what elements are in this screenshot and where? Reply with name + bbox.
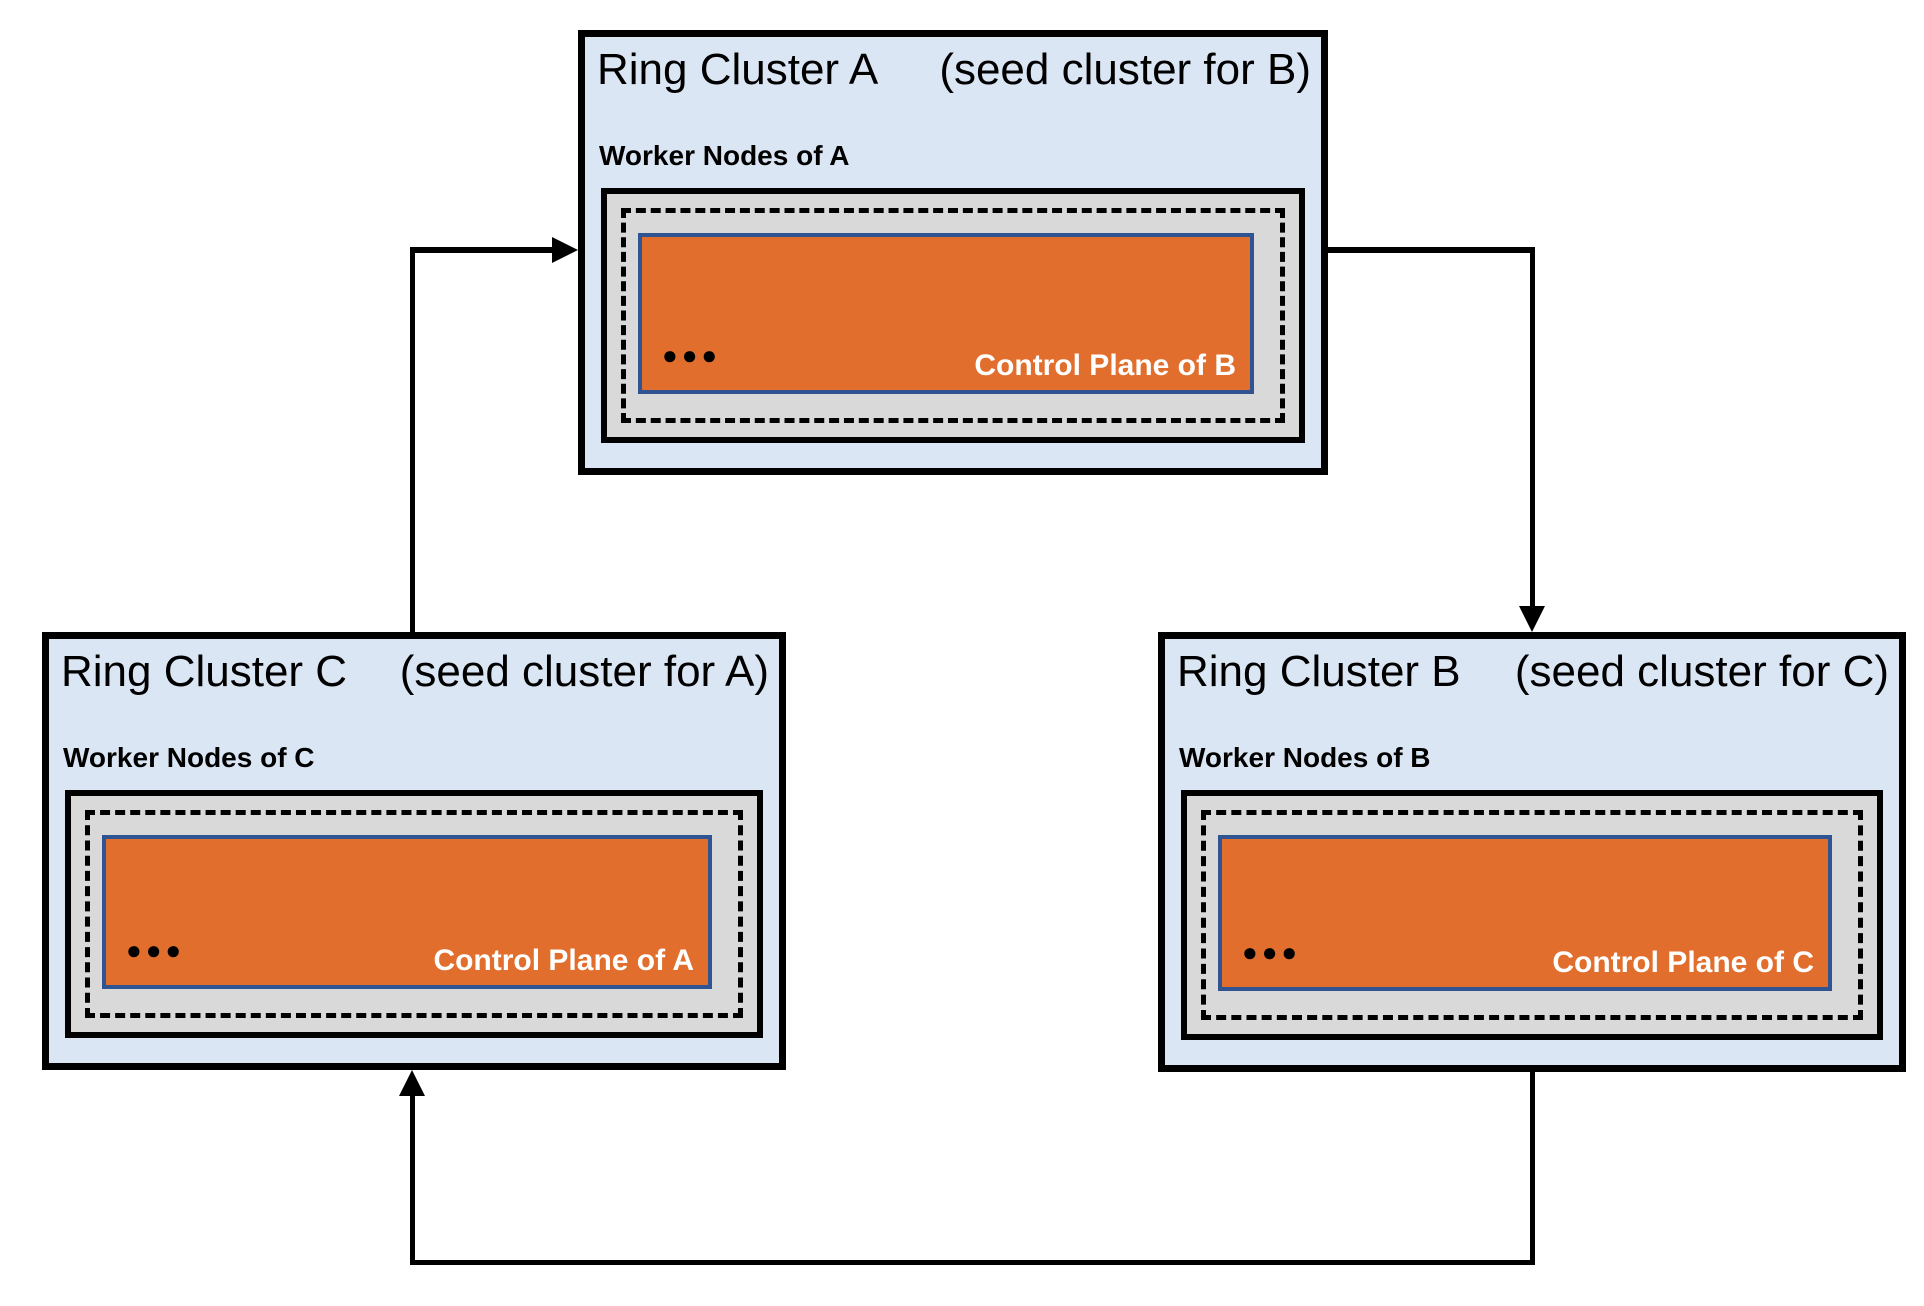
arrow-c-to-a-vertical-segment	[410, 250, 415, 632]
ellipsis-icon: ●●●	[662, 340, 722, 370]
worker-nodes-box-b: ●●● Control Plane of C	[1181, 790, 1883, 1040]
node-boundary-dashed-c: ●●● Control Plane of A	[85, 810, 743, 1018]
cluster-b-title-row: Ring Cluster B (seed cluster for C)	[1165, 639, 1899, 698]
cluster-box-c: Ring Cluster C (seed cluster for A) Work…	[42, 632, 786, 1070]
arrowhead-right-icon	[552, 237, 578, 263]
control-plane-box-a: ●●● Control Plane of A	[102, 835, 712, 989]
worker-nodes-label-b: Worker Nodes of B	[1179, 742, 1431, 773]
cluster-a-title-row: Ring Cluster A (seed cluster for B)	[585, 37, 1321, 96]
arrow-b-to-c-horizontal-segment	[410, 1260, 1535, 1265]
cluster-b-seed-note: (seed cluster for C)	[1514, 647, 1889, 696]
cluster-box-b: Ring Cluster B (seed cluster for C) Work…	[1158, 632, 1906, 1072]
arrowhead-down-icon	[1519, 606, 1545, 632]
cluster-box-a: Ring Cluster A (seed cluster for B) Work…	[578, 30, 1328, 475]
node-boundary-dashed-a: ●●● Control Plane of B	[621, 208, 1285, 423]
arrow-a-to-b-vertical-segment	[1530, 247, 1535, 607]
ellipsis-icon: ●●●	[1242, 937, 1302, 967]
worker-nodes-box-c: ●●● Control Plane of A	[65, 790, 763, 1038]
arrow-a-to-b-horizontal-segment	[1328, 247, 1535, 253]
arrowhead-up-icon	[399, 1070, 425, 1096]
cluster-c-title: Ring Cluster C	[61, 647, 348, 696]
control-plane-label-b: Control Plane of B	[974, 349, 1236, 382]
cluster-b-title: Ring Cluster B	[1177, 647, 1461, 696]
worker-nodes-box-a: ●●● Control Plane of B	[601, 188, 1305, 443]
node-boundary-dashed-b: ●●● Control Plane of C	[1201, 810, 1863, 1020]
worker-nodes-label-c: Worker Nodes of C	[63, 742, 315, 773]
cluster-a-title: Ring Cluster A	[597, 45, 879, 94]
worker-nodes-label-a: Worker Nodes of A	[599, 140, 850, 171]
ellipsis-icon: ●●●	[126, 935, 186, 965]
control-plane-box-b: ●●● Control Plane of B	[638, 233, 1254, 394]
arrow-b-to-c-up-segment	[410, 1094, 415, 1262]
cluster-a-seed-note: (seed cluster for B)	[939, 45, 1311, 94]
cluster-c-seed-note: (seed cluster for A)	[399, 647, 769, 696]
arrow-b-to-c-vertical-segment	[1530, 1072, 1535, 1265]
control-plane-label-c: Control Plane of C	[1552, 946, 1814, 979]
control-plane-box-c: ●●● Control Plane of C	[1218, 835, 1832, 991]
arrow-c-to-a-horizontal-segment	[410, 247, 554, 253]
control-plane-label-a: Control Plane of A	[433, 944, 694, 977]
cluster-c-title-row: Ring Cluster C (seed cluster for A)	[49, 639, 779, 698]
